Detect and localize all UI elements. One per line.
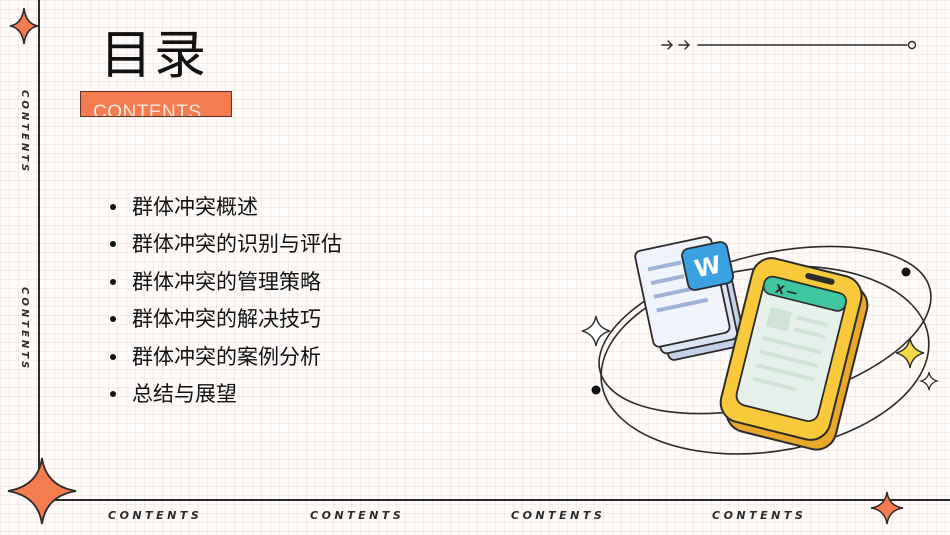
list-item: 总结与展望 <box>108 377 342 414</box>
subtitle: CONTENTS <box>93 102 202 117</box>
list-item: 群体冲突概述 <box>108 190 342 227</box>
contents-list: 群体冲突概述 群体冲突的识别与评估 群体冲突的管理策略 群体冲突的解决技巧 群体… <box>108 190 342 414</box>
bottom-label-1: CONTENTS <box>108 509 203 522</box>
list-item: 群体冲突的管理策略 <box>108 265 342 302</box>
bottom-label-2: CONTENTS <box>310 509 405 522</box>
orbit-illustration: W X <box>581 235 940 455</box>
side-label-top: CONTENTS <box>19 90 30 175</box>
four-point-star-icon <box>870 491 904 525</box>
double-arrow-icon <box>661 40 917 50</box>
four-point-star-icon <box>7 457 77 525</box>
spreadsheet-phone-icon: X <box>719 257 869 451</box>
bottom-label-3: CONTENTS <box>511 509 606 522</box>
side-label-bottom: CONTENTS <box>19 287 30 372</box>
four-point-star-icon <box>9 7 39 45</box>
list-item: 群体冲突的案例分析 <box>108 340 342 377</box>
page-title: 目录 <box>100 26 209 86</box>
bottom-label-4: CONTENTS <box>712 509 807 522</box>
svg-text:X: X <box>774 282 787 298</box>
list-item: 群体冲突的解决技巧 <box>108 302 342 339</box>
svg-text:W: W <box>692 251 724 284</box>
left-frame-line <box>38 0 40 500</box>
title-badge: CONTENTS <box>80 91 232 117</box>
list-item: 群体冲突的识别与评估 <box>108 227 342 264</box>
bottom-frame-line <box>38 499 950 501</box>
word-document-icon: W <box>634 235 746 361</box>
